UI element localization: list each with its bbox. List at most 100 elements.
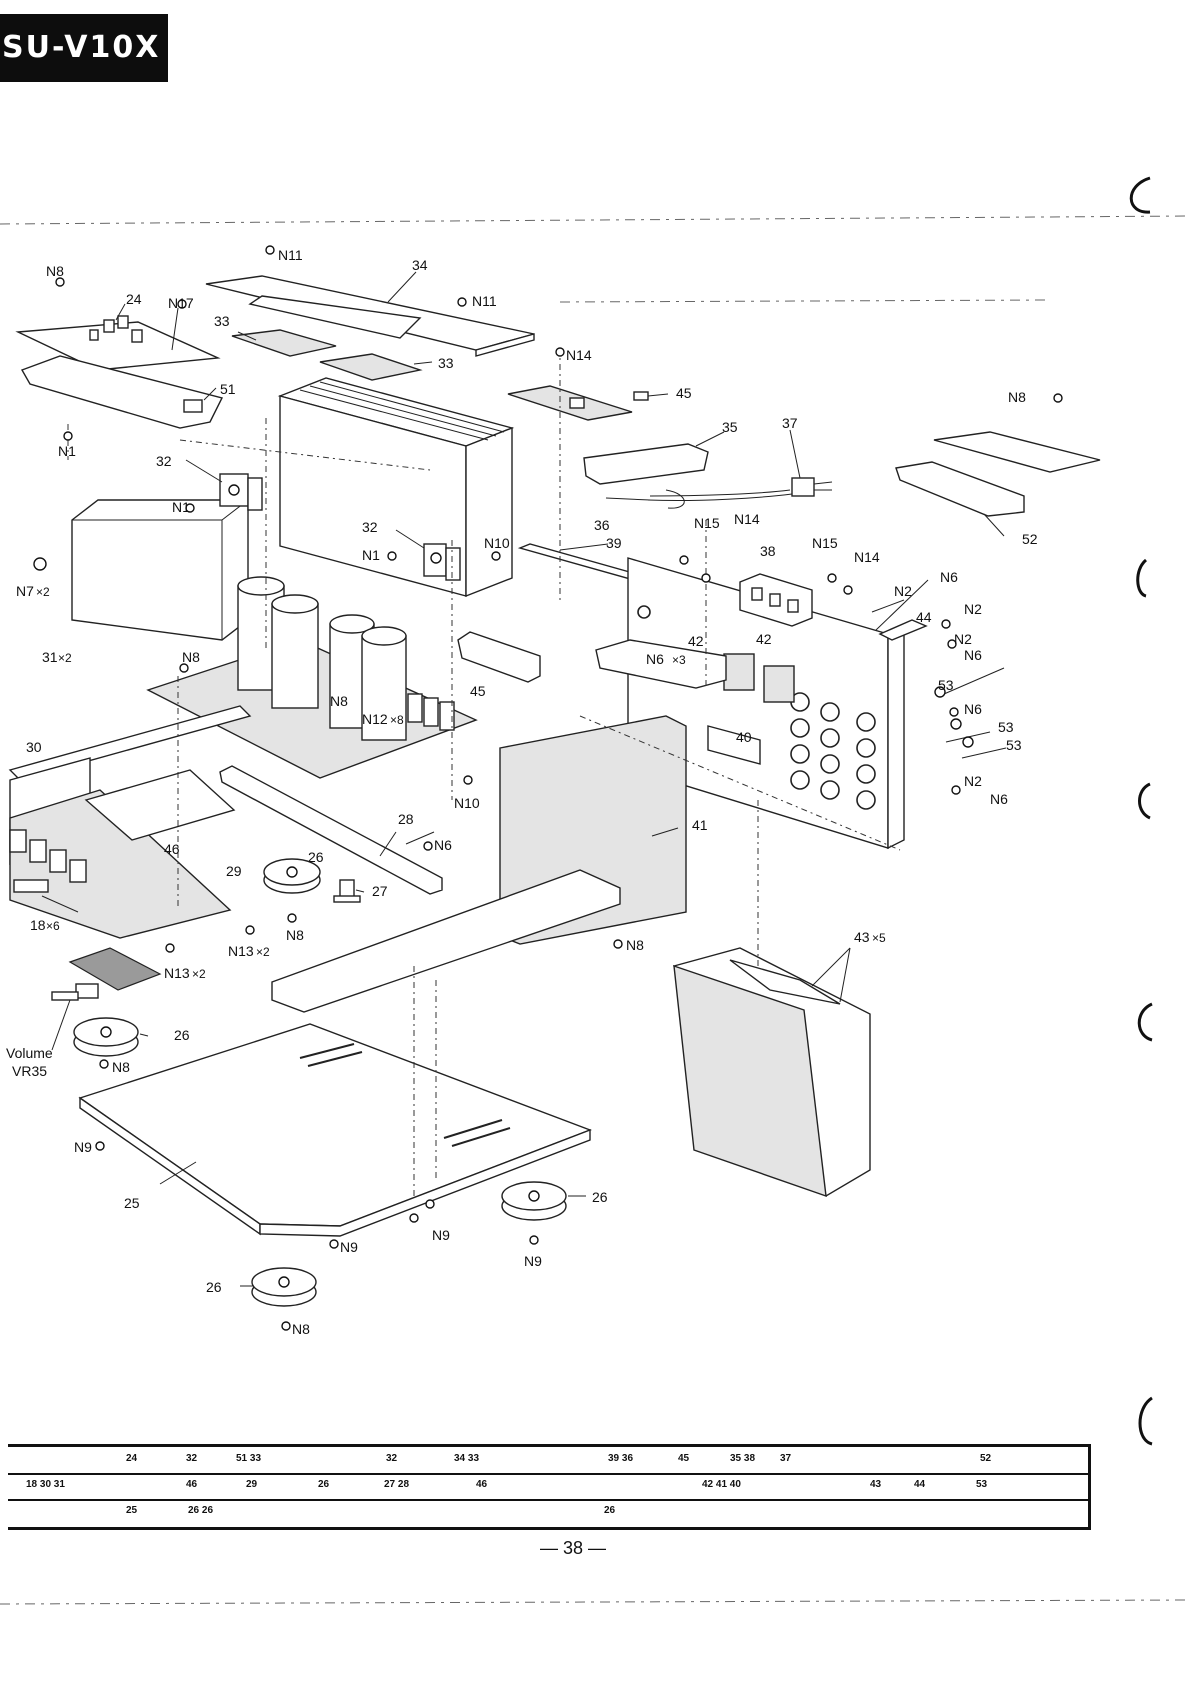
label-n8-tr: N8: [1008, 389, 1026, 405]
part-37-ac-cord: [647, 477, 833, 509]
ref-cell: 37: [780, 1453, 792, 1464]
ref-cell: 44: [914, 1479, 926, 1490]
part-18-knobs: [9, 829, 87, 893]
label-52: 52: [1022, 531, 1038, 547]
part-33-cover-a: [231, 329, 337, 357]
label-n8-d: N8: [330, 693, 348, 709]
label-42-a: 42: [688, 633, 704, 649]
label-n6-x3: N6: [646, 651, 664, 667]
label-41: 41: [692, 817, 708, 833]
ref-cell: 43: [870, 1479, 882, 1490]
label-n14-c: N14: [854, 549, 880, 565]
label-26-c: 26: [592, 1189, 608, 1205]
part-52-plate: [933, 431, 1101, 473]
label-29: 29: [226, 863, 242, 879]
ref-cell: 42 41 40: [702, 1479, 741, 1490]
label-39: 39: [606, 535, 622, 551]
label-37: 37: [782, 415, 798, 431]
label-45-b: 45: [470, 683, 486, 699]
part-24-switch-board: [15, 315, 221, 371]
edge-marks: [1129, 176, 1153, 1446]
label-n6-b: N6: [964, 647, 982, 663]
capacitors: [237, 576, 455, 741]
label-n10-a: N10: [484, 535, 510, 551]
ref-cell: 32: [386, 1453, 398, 1464]
assembly-center-lines: [67, 348, 901, 1200]
label-n11: N11: [472, 293, 497, 309]
ref-cell: 53: [976, 1479, 988, 1490]
part-labels: N11 N8 24 N17 34 N11 33 33 51 N14 45 N8 …: [6, 247, 1038, 1337]
label-n9-d: N9: [524, 1253, 542, 1269]
label-24: 24: [126, 291, 142, 307]
label-n6-a: N6: [940, 569, 958, 585]
label-27: 27: [372, 883, 388, 899]
ref-cell: 46: [476, 1479, 488, 1490]
label-51: 51: [220, 381, 236, 397]
label-n8-f: N8: [626, 937, 644, 953]
label-53-a: 53: [938, 677, 954, 693]
label-18-qty: ×6: [46, 919, 60, 933]
small-pcb-n14: [507, 385, 633, 421]
part-42-bracket-b: [763, 665, 795, 703]
label-n8-g: N8: [112, 1059, 130, 1075]
ref-cell: 26: [604, 1505, 616, 1516]
part-44-bracket: [878, 619, 928, 641]
label-n2-b: N2: [964, 601, 982, 617]
label-43-qty: ×5: [872, 931, 886, 945]
label-n15-b: N15: [812, 535, 838, 551]
label-26-d: 26: [206, 1279, 222, 1295]
heat-sink-block: [277, 377, 515, 598]
ref-row-3: 25 26 26 26: [8, 1499, 1088, 1525]
part-42-bracket-a: [723, 653, 755, 691]
ref-cell: 27 28: [384, 1479, 410, 1490]
part-33-cover-b: [319, 353, 423, 381]
ref-cell: 24: [126, 1453, 138, 1464]
ref-cell: 39 36: [608, 1453, 634, 1464]
ref-cell: 26: [318, 1479, 330, 1490]
label-n9-c: N9: [432, 1227, 450, 1243]
label-n6-qty: ×3: [672, 653, 686, 667]
label-33-b: 33: [438, 355, 454, 371]
label-n12-qty: ×8: [390, 713, 404, 727]
scan-dashes: [0, 215, 1190, 1605]
label-n2-a: N2: [894, 583, 912, 599]
label-volume: Volume: [6, 1045, 53, 1061]
label-n1-c: N1: [362, 547, 380, 563]
ref-cell: 35 38: [730, 1453, 756, 1464]
label-32-b: 32: [362, 519, 378, 535]
label-35: 35: [722, 419, 738, 435]
ref-cell: 45: [678, 1453, 690, 1464]
part-29-bracket: [84, 769, 236, 841]
label-n10-b: N10: [454, 795, 480, 811]
label-n2-c: N2: [954, 631, 972, 647]
label-30: 30: [26, 739, 42, 755]
label-n11-top: N11: [278, 247, 303, 263]
ref-table: 24 32 51 33 32 34 33 39 36 45 35 38 37 5…: [8, 1444, 1091, 1530]
ref-cell: 32: [186, 1453, 198, 1464]
transformer-cover: [71, 499, 249, 641]
part-32-bracket-a: [219, 473, 263, 511]
part-26-foot-b: [73, 1017, 139, 1057]
part-34-top-frame: [205, 275, 535, 357]
label-28: 28: [398, 811, 414, 827]
page-number: — 38 —: [540, 1538, 607, 1558]
label-n7-qty: ×2: [36, 585, 50, 599]
label-n15-a: N15: [694, 515, 720, 531]
label-n6-d: N6: [990, 791, 1008, 807]
ref-cell: 46: [186, 1479, 198, 1490]
label-46: 46: [164, 841, 180, 857]
label-n13-b-qty: ×2: [192, 967, 206, 981]
volume-vr35: [51, 947, 162, 1001]
part-26-foot-d: [251, 1267, 317, 1307]
label-25: 25: [124, 1195, 140, 1211]
part-46-board: [9, 789, 232, 939]
part-45-bracket: [457, 631, 541, 683]
label-38: 38: [760, 543, 776, 559]
part-28-frame: [219, 765, 443, 895]
part-51-bracket: [20, 355, 224, 429]
label-n8-h: N8: [292, 1321, 310, 1337]
screws: [33, 245, 1063, 1331]
label-53-b: 53: [998, 719, 1014, 735]
ref-cell: 29: [246, 1479, 258, 1490]
label-n8-c: N8: [182, 649, 200, 665]
